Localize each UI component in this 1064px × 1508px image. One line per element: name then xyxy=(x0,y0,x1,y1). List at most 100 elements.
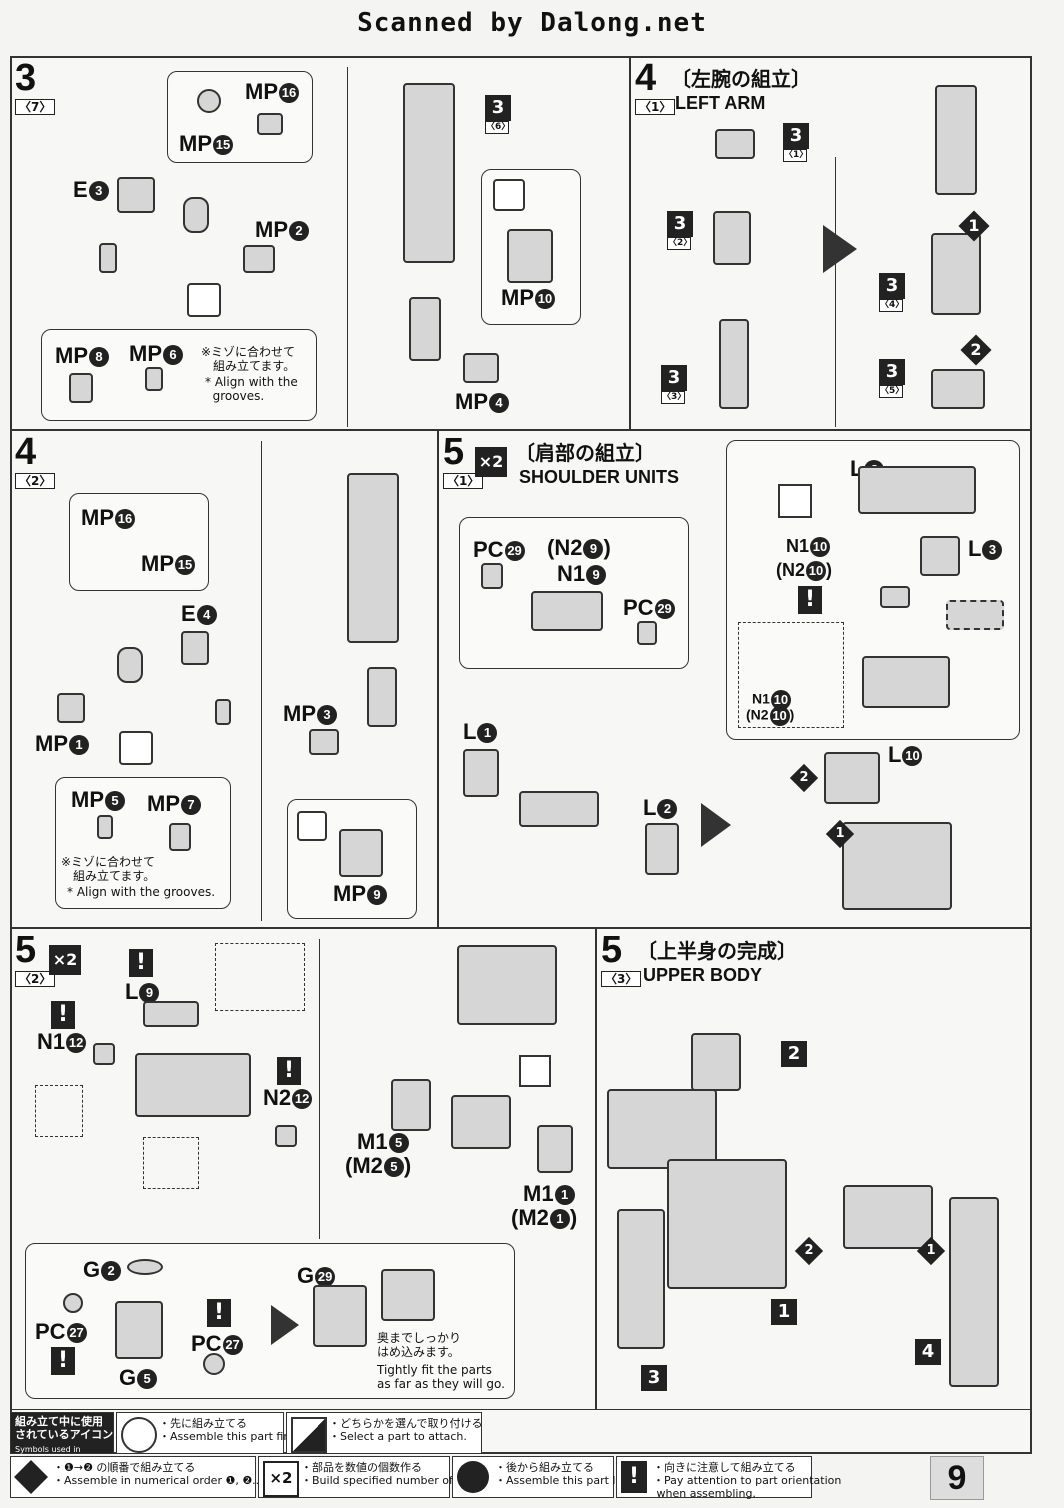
part-polycap xyxy=(203,1353,225,1375)
legend-text-en: ・Select a part to attach. xyxy=(329,1430,467,1443)
part-hand-small xyxy=(309,729,339,755)
step-title-japanese: 〔左腕の組立〕 xyxy=(671,67,811,91)
part-shoulder-frame xyxy=(862,656,950,708)
assemble-first-marker xyxy=(778,484,812,518)
part-left-arm xyxy=(949,1197,999,1387)
legend-heading-japanese: 組み立て中に使用 されているアイコン xyxy=(15,1415,114,1441)
step-ref-3-5: 3〈5〉 xyxy=(879,359,905,398)
step-ref-3-3: 3〈3〉 xyxy=(661,365,687,404)
step-ref-3-2: 3〈2〉 xyxy=(667,211,693,250)
legend-text-en: ・Assemble in numerical order ❶, ❷... xyxy=(53,1474,263,1487)
substep-label: 〈2〉 xyxy=(15,971,56,987)
part-joint xyxy=(183,197,209,233)
substep-label: 〈1〉 xyxy=(443,473,484,489)
part-small xyxy=(145,367,163,391)
order-1-icon: 1 xyxy=(916,1236,946,1266)
divider-line xyxy=(319,939,320,1239)
part-hand-small xyxy=(463,353,499,383)
step-ref-3-1: 3〈1〉 xyxy=(783,123,809,162)
part-elbow xyxy=(931,369,985,409)
order-1-icon: 1 xyxy=(958,210,990,242)
order-1-icon: 1 xyxy=(825,819,855,849)
orientation-warning-icon: ! xyxy=(277,1057,301,1085)
orientation-warning-icon: ! xyxy=(51,1347,75,1375)
part-armor-plate xyxy=(391,1079,431,1131)
part-disc xyxy=(127,1259,163,1275)
part-torso xyxy=(667,1159,787,1289)
legend-text-jp: ・向きに注意して組み立てる xyxy=(653,1461,796,1474)
note-english: Tightly fit the parts as far as they wil… xyxy=(377,1363,505,1391)
part-small xyxy=(97,815,113,839)
part-torso-wing xyxy=(607,1089,717,1169)
part-shoulder-assembled xyxy=(842,822,952,910)
step-title-japanese: 〔肩部の組立〕 xyxy=(515,441,655,465)
detail-inset-box xyxy=(143,1137,199,1189)
legend-text-jp: ・先に組み立てる xyxy=(159,1417,247,1430)
part-frame xyxy=(313,1285,367,1347)
part-armor-top xyxy=(858,466,976,514)
legend-text-jp: ・部品を数値の個数作る xyxy=(301,1461,422,1474)
part-shoulder-assembled xyxy=(457,945,557,1025)
step-number: 5 xyxy=(601,929,623,971)
part-arm-upper xyxy=(347,473,399,643)
part-small xyxy=(99,243,117,273)
substep-label: 〈7〉 xyxy=(15,99,56,115)
part-polycap xyxy=(637,621,657,645)
part-ref-3: 3 xyxy=(641,1365,667,1391)
legend-heading: 組み立て中に使用 されているアイコン Symbols used in instr… xyxy=(10,1412,114,1467)
substep-label: 〈3〉 xyxy=(601,971,642,987)
note-english: * Align with the grooves. xyxy=(67,885,216,899)
divider-line xyxy=(347,67,348,427)
step-title-japanese: 〔上半身の完成〕 xyxy=(637,939,797,963)
multiplier-badge: ×2 xyxy=(49,945,81,975)
part-polycap xyxy=(63,1293,83,1313)
part-armor-strip xyxy=(143,1001,199,1027)
legend-item-select-part: ・どちらかを選んで取り付ける・Select a part to attach. xyxy=(286,1412,482,1454)
part-joint xyxy=(197,89,221,113)
order-2-icon: 2 xyxy=(789,763,819,793)
part-joint-block xyxy=(115,1301,163,1359)
part-armor-plate xyxy=(645,823,679,875)
divider-line xyxy=(835,157,836,427)
callout-bubble xyxy=(55,777,231,909)
part-armor-plate xyxy=(463,749,499,797)
part-hand xyxy=(507,229,553,283)
part-frame xyxy=(181,631,209,665)
select-part-icon xyxy=(297,811,327,841)
part-shoulder-armor xyxy=(135,1053,251,1117)
part-foot xyxy=(57,693,85,723)
order-2-icon: 2 xyxy=(794,1236,824,1266)
part-arm-armor xyxy=(931,233,981,315)
part-shoulder-assembled xyxy=(843,1185,933,1249)
part-arm-hanging xyxy=(617,1209,665,1349)
part-ref-2: 2 xyxy=(781,1041,807,1067)
part-armor-flap xyxy=(824,752,880,804)
part-shoulder-frame xyxy=(531,591,603,631)
part-shoulder-joint xyxy=(715,129,755,159)
step-number: 5 xyxy=(443,431,465,473)
step-number: 3 xyxy=(15,57,37,99)
